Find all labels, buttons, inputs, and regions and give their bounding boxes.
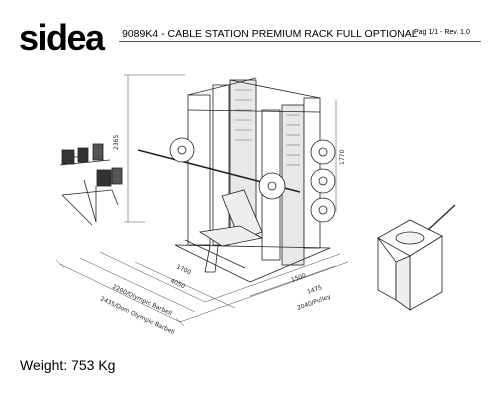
dim-small-c: 2040/Pulley [296, 293, 332, 312]
dimension-lines [55, 74, 349, 327]
header-divider [119, 41, 481, 42]
weight-plate-storage [310, 139, 336, 223]
dim-small-a: 1500 [290, 272, 307, 284]
dim-side-height: 1770 [339, 150, 346, 165]
adjustable-bench [198, 189, 264, 273]
dim-depth-b: 1700 [175, 263, 192, 276]
dim-width-a: 2200/Olympic Barbell [111, 283, 173, 317]
weight-label: Weight: 753 Kg [20, 357, 116, 373]
dim-depth-a: 4050 [169, 277, 186, 290]
page-info: Pag 1/1 - Rev. 1.0 [414, 29, 470, 36]
brand-logo: sidea [19, 17, 105, 58]
plyo-box [377, 204, 456, 311]
dim-height: 2365 [113, 135, 120, 150]
dim-small-b: 1475 [306, 284, 323, 296]
barbell [137, 137, 301, 200]
product-title: 9089K4 - CABLE STATION PREMIUM RACK FULL… [122, 28, 418, 40]
dumbbell-rack [59, 143, 123, 226]
